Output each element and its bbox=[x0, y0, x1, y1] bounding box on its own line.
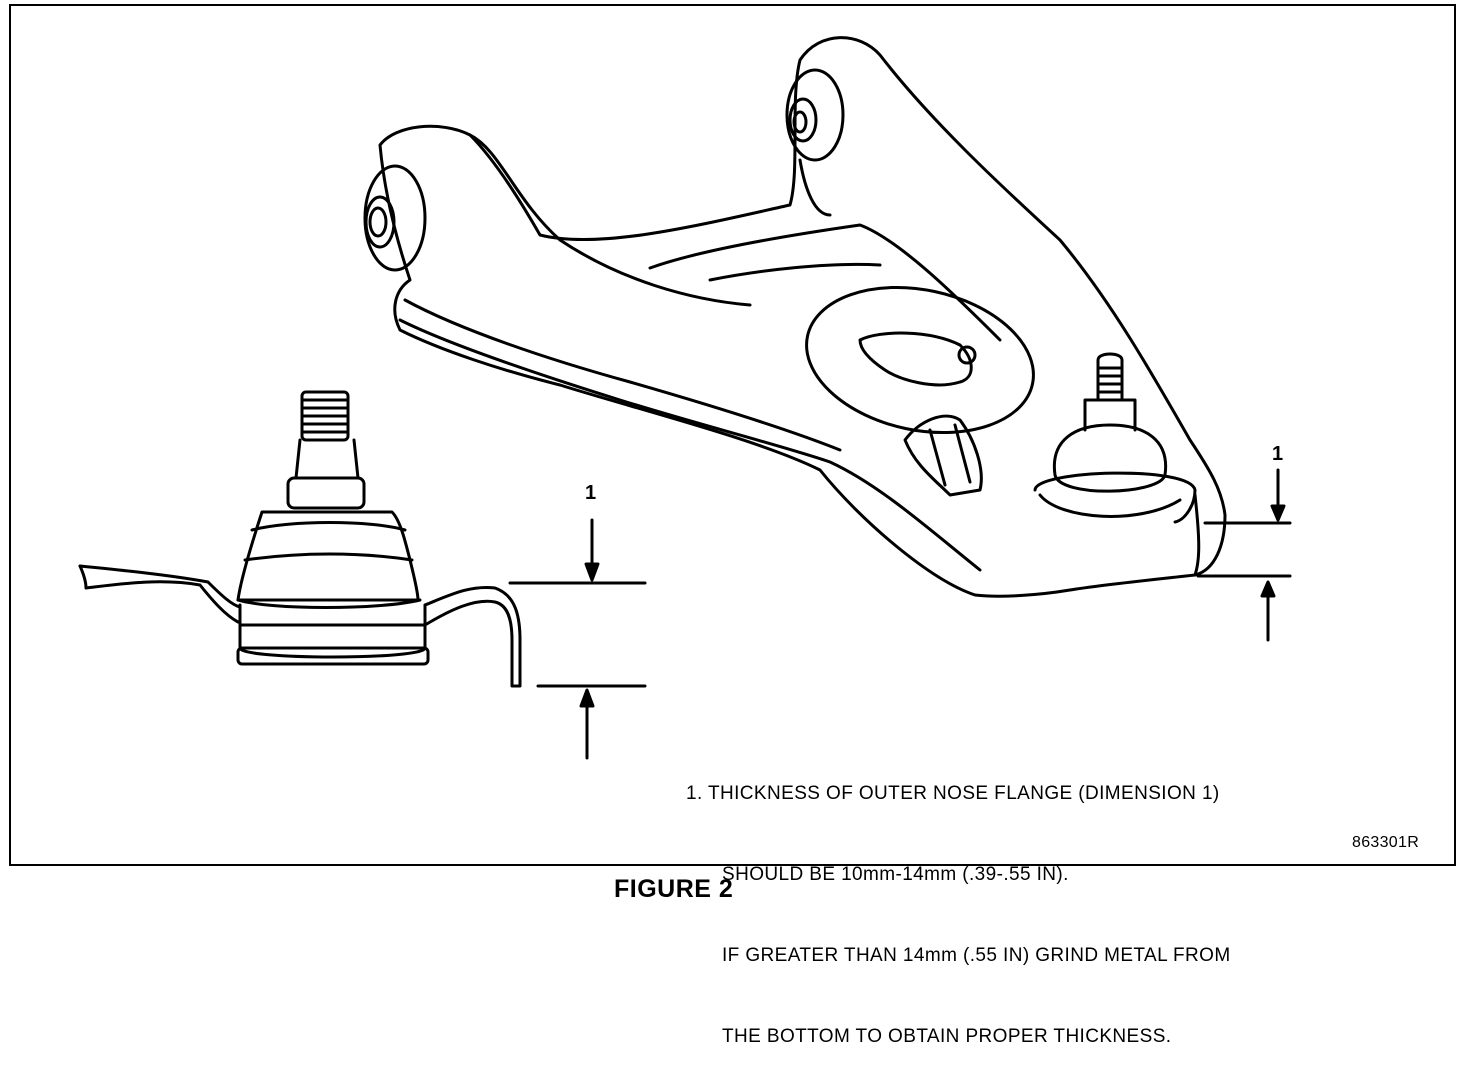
figure-caption: FIGURE 2 bbox=[614, 875, 734, 903]
note-number: 1. bbox=[686, 783, 703, 804]
figure-frame bbox=[9, 4, 1456, 866]
note-line-4: THE BOTTOM TO OBTAIN PROPER THICKNESS. bbox=[722, 1026, 1172, 1047]
note-line-2: SHOULD BE 10mm-14mm (.39-.55 IN). bbox=[722, 864, 1069, 885]
control-arm bbox=[363, 36, 1292, 642]
dimension-label-right: 1 bbox=[1272, 443, 1284, 465]
dimension-label-left: 1 bbox=[585, 482, 597, 504]
note-line-1: 1. THICKNESS OF OUTER NOSE FLANGE (DIMEN… bbox=[686, 783, 1220, 804]
control-arm-illustration bbox=[78, 36, 1292, 760]
ball-joint-detail bbox=[78, 390, 647, 760]
note-line-3: IF GREATER THAN 14mm (.55 IN) GRIND META… bbox=[722, 945, 1231, 966]
figure-code: 863301R bbox=[1352, 834, 1420, 851]
